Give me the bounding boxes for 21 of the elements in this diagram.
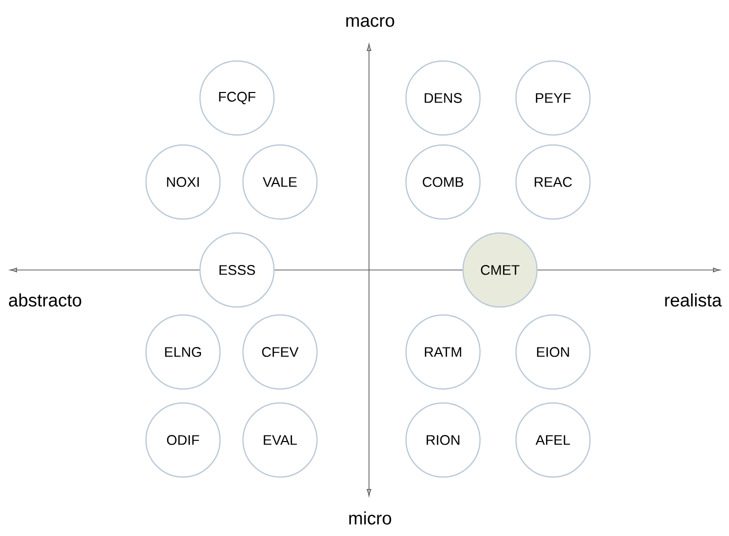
circle-node: EION [515,314,591,390]
circle-node: ELNG [145,314,221,390]
circle-node: EVAL [242,402,318,478]
circle-node: REAC [515,144,591,220]
axis-label: micro [349,511,392,525]
circle-node: CFEV [242,314,318,390]
circle-node: NOXI [145,144,221,220]
circle-node: CMET [462,232,538,308]
circle-node: ESSS [199,232,275,308]
circle-node: PEYF [515,60,591,136]
circle-node: ODIF [145,402,221,478]
circle-node: RATM [405,314,481,390]
circle-node: DENS [405,60,481,136]
axis-label: macro [346,17,394,27]
circle-node: COMB [405,144,481,220]
circle-node: FCQF [199,60,275,136]
circle-node: AFEL [515,402,591,478]
circle-node: VALE [242,144,318,220]
circle-node: RION [405,402,481,478]
axis-label: abstracto [8,293,82,307]
axis-label: realista [665,293,722,307]
